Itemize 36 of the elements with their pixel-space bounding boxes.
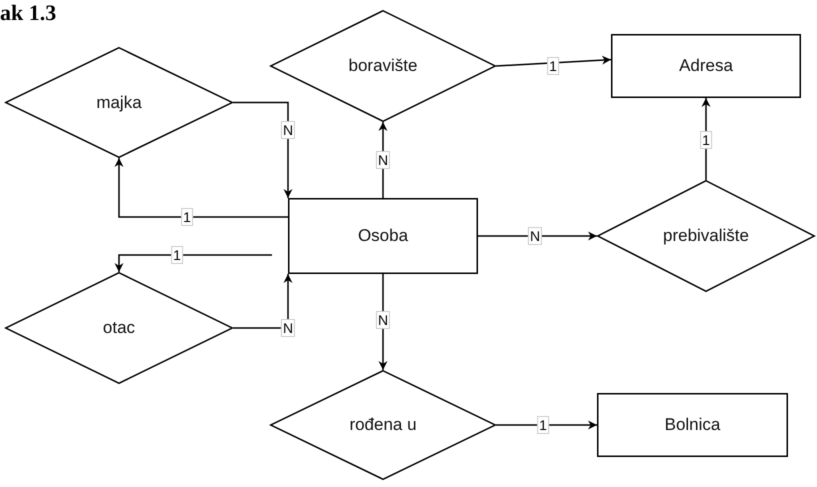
relationship-diamond <box>597 180 815 292</box>
arrow <box>496 420 597 430</box>
cardinality-label: N <box>280 319 296 337</box>
entity-name: Adresa <box>679 56 733 76</box>
arrow <box>114 158 288 218</box>
cardinality-label: N <box>376 311 390 329</box>
relationship-name: prebivalište <box>663 226 749 246</box>
arrow <box>233 102 292 198</box>
cardinality-label: 1 <box>181 208 193 226</box>
cardinality-label: 1 <box>171 246 183 264</box>
arrow <box>378 122 388 198</box>
arrow <box>496 56 612 67</box>
entity-name: Osoba <box>358 226 408 246</box>
arrow <box>378 274 388 370</box>
cardinality-label: 1 <box>700 131 712 149</box>
cardinality-label: N <box>376 151 390 169</box>
relationship-name: rođena u <box>349 415 417 435</box>
relationship-name: majka <box>96 92 142 112</box>
entity-box <box>597 393 788 457</box>
entity-box <box>288 198 478 274</box>
arrow <box>114 254 272 272</box>
relationship-diamond <box>270 370 496 480</box>
entity-name: Bolnica <box>664 415 720 435</box>
cardinality-label: N <box>280 121 296 139</box>
arrow <box>478 232 597 240</box>
relationship-diamond <box>5 47 233 158</box>
cardinality-label: 1 <box>547 57 559 75</box>
heading-text: ak 1.3 <box>0 0 56 26</box>
cardinality-label: 1 <box>537 416 549 434</box>
relationship-diamond <box>5 272 233 384</box>
relationship-name: otac <box>102 318 136 338</box>
cardinality-label: N <box>528 227 542 245</box>
relationship-name: boravište <box>348 56 418 76</box>
arrow <box>233 274 292 329</box>
relationship-diamond <box>270 10 496 122</box>
entity-box <box>611 34 801 98</box>
